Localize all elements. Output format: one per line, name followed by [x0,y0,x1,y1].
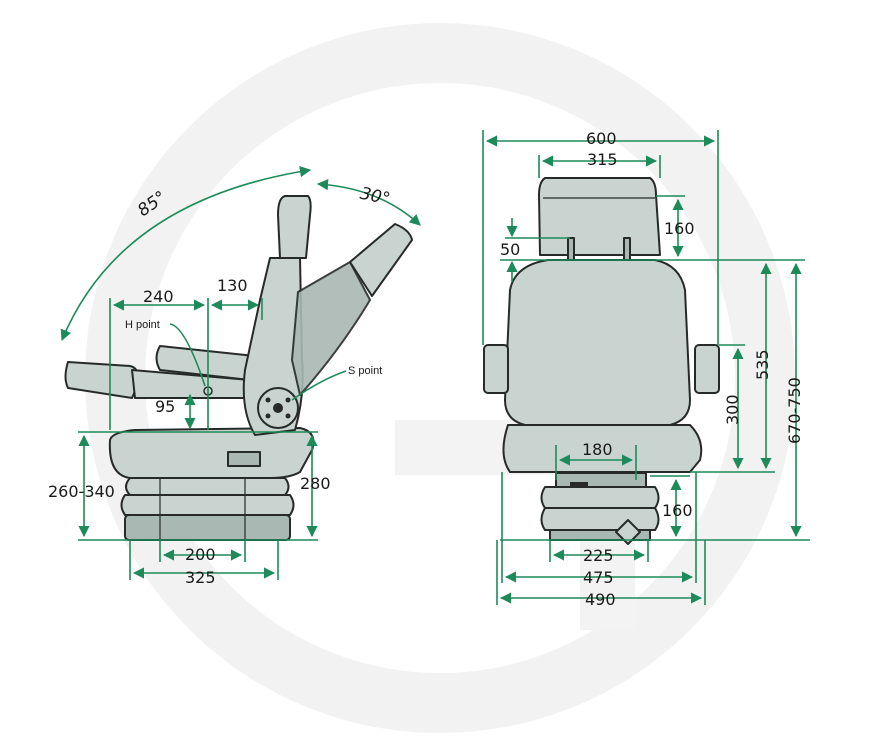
dim-240: 240 [143,287,174,306]
dim-50: 50 [500,240,520,259]
s-point-label: S point [348,365,382,377]
dim-490: 490 [585,590,616,609]
dim-260-340: 260-340 [48,482,115,501]
dim-475: 475 [583,568,614,587]
dim-535: 535 [753,349,772,380]
dim-160-bottom: 160 [662,501,693,520]
dim-180: 180 [582,440,613,459]
angle-30-label: 30° [358,184,392,210]
dim-280: 280 [300,474,331,493]
dim-300: 300 [723,394,742,425]
dim-95: 95 [155,397,175,416]
h-point-label: H point [125,319,160,331]
dim-225: 225 [583,546,614,565]
dim-200: 200 [185,545,216,564]
dim-670-750: 670-750 [785,377,804,444]
dim-600: 600 [586,129,617,148]
dim-315: 315 [587,150,618,169]
dim-130: 130 [217,276,248,295]
side-view-seat [64,195,413,541]
front-view-seat [483,177,720,545]
dim-160-top: 160 [664,219,695,238]
front-view-dimensions: 600 315 160 50 535 670-750 300 180 [482,129,810,609]
dim-325: 325 [185,568,216,587]
